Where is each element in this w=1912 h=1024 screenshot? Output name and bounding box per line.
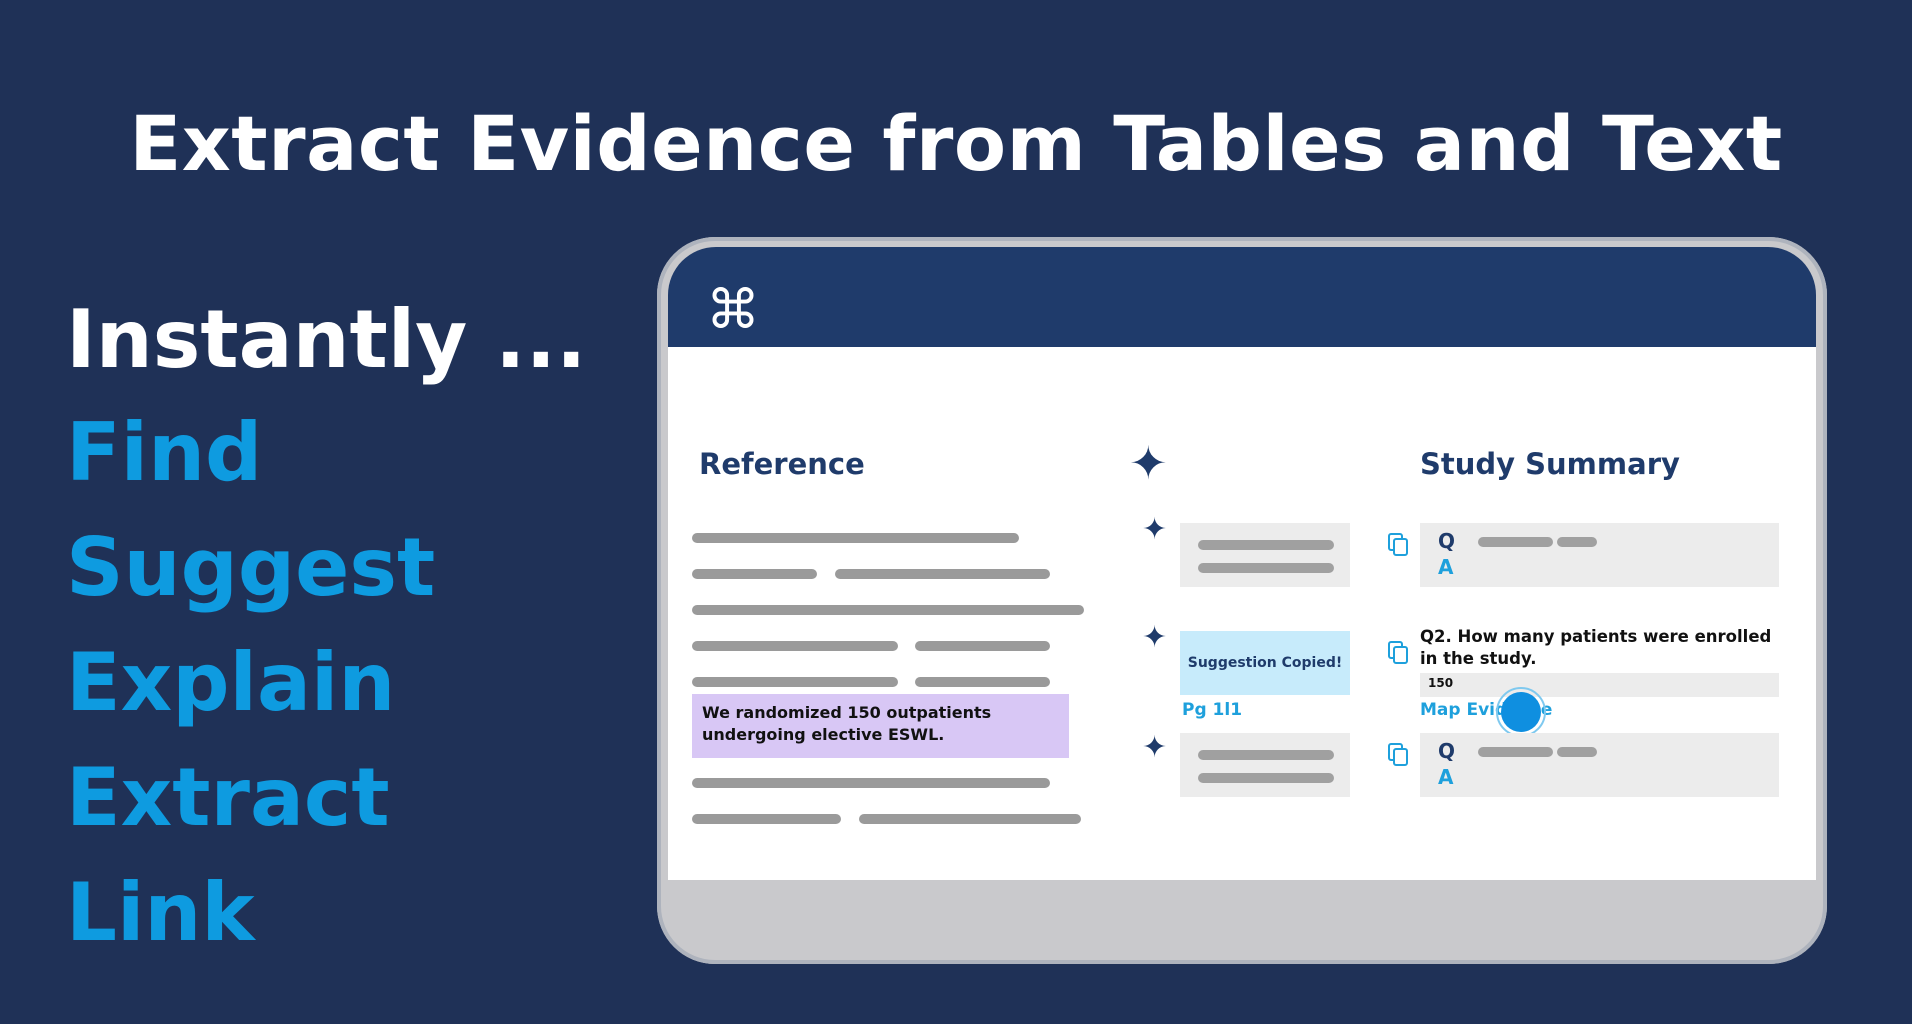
feature-list: Instantly ... Find Suggest Explain Extra…	[66, 285, 586, 970]
question-text: Q2. How many patients were enrolled in t…	[1420, 627, 1772, 668]
highlighted-evidence[interactable]: We randomized 150 outpatients undergoing…	[692, 694, 1069, 758]
sparkle-icon: ✦	[1142, 620, 1168, 655]
copy-icon[interactable]	[1388, 743, 1408, 766]
suggestion-copied-card[interactable]: Suggestion Copied!	[1180, 631, 1350, 695]
qa-card[interactable]: Q A	[1420, 733, 1779, 797]
text-line	[1557, 747, 1597, 757]
text-line	[1198, 773, 1334, 783]
answer-label: A	[1438, 765, 1454, 789]
verb-find: Find	[66, 406, 263, 499]
headline: Extract Evidence from Tables and Text	[129, 98, 1783, 188]
reference-title: Reference	[699, 447, 865, 481]
verb-link: Link	[66, 866, 255, 959]
question-label: Q	[1438, 739, 1456, 763]
copy-icon[interactable]	[1388, 641, 1408, 664]
command-icon: ⌘	[706, 278, 760, 341]
suggestion-card[interactable]	[1180, 733, 1350, 797]
sparkle-icon: ✦	[1142, 512, 1168, 547]
verb-extract: Extract	[66, 751, 390, 844]
verb-suggest: Suggest	[66, 521, 436, 614]
verb-list: Find Suggest Explain Extract Link	[66, 395, 586, 970]
click-indicator	[1501, 692, 1541, 732]
answer-input[interactable]: 150	[1420, 673, 1779, 697]
text-line	[1478, 537, 1553, 547]
text-line	[835, 569, 1050, 579]
question-label: Q	[1438, 529, 1456, 553]
text-line	[692, 778, 1050, 788]
text-line	[915, 641, 1050, 651]
copy-icon[interactable]	[1388, 533, 1408, 556]
text-line	[1478, 747, 1553, 757]
intro-text: Instantly ...	[66, 293, 587, 386]
verb-explain: Explain	[66, 636, 396, 729]
device-mockup: ⌘ Reference We randomized 150 outpatient…	[657, 237, 1827, 964]
page-reference-link[interactable]: Pg 1l1	[1182, 700, 1243, 720]
ai-sparkle-icon: ✦	[1129, 436, 1168, 490]
text-line	[1198, 563, 1334, 573]
suggestion-card[interactable]	[1180, 523, 1350, 587]
text-line	[692, 605, 1084, 615]
sparkle-icon: ✦	[1142, 730, 1168, 765]
text-line	[692, 569, 817, 579]
text-line	[692, 677, 898, 687]
qa-card[interactable]: Q A	[1420, 523, 1779, 587]
text-line	[692, 641, 898, 651]
study-summary-title: Study Summary	[1420, 447, 1680, 481]
answer-label: A	[1438, 555, 1454, 579]
text-line	[692, 814, 841, 824]
text-line	[915, 677, 1050, 687]
app-screen: Reference We randomized 150 outpatients …	[668, 347, 1816, 880]
text-line	[1557, 537, 1597, 547]
text-line	[1198, 750, 1334, 760]
text-line	[692, 533, 1019, 543]
text-line	[1198, 540, 1334, 550]
text-line	[859, 814, 1081, 824]
